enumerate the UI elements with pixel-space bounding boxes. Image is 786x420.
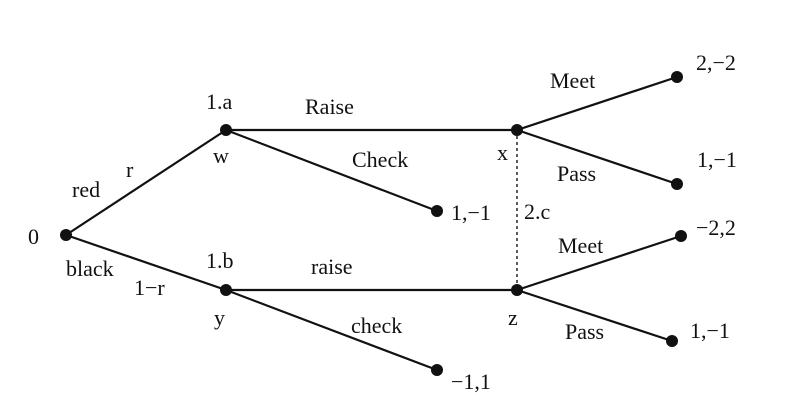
- node-x: [511, 124, 523, 136]
- leaf-z-meet: [675, 230, 687, 242]
- edge-b-check: [225, 288, 438, 372]
- black-label: black: [66, 256, 114, 281]
- edge-x-pass: [516, 128, 678, 186]
- node-a-player-label: 1.a: [206, 89, 233, 114]
- node-z: [511, 284, 523, 296]
- payoff-a-check: 1,−1: [451, 200, 491, 225]
- payoff-z-meet: −2,2: [696, 215, 736, 240]
- payoff-b-check: −1,1: [451, 369, 491, 394]
- leaf-x-pass: [671, 178, 683, 190]
- action-x-meet-label: Meet: [550, 68, 595, 93]
- action-x-pass-label: Pass: [557, 161, 596, 186]
- info-set-label: 2.c: [524, 199, 551, 224]
- action-a-check-label: Check: [352, 147, 408, 172]
- leaf-x-meet: [671, 71, 683, 83]
- leaf-z-pass: [666, 335, 678, 347]
- payoff-x-meet: 2,−2: [696, 50, 736, 75]
- node-y: [220, 284, 232, 296]
- payoff-z-pass: 1,−1: [690, 318, 730, 343]
- red-prob-label: r: [126, 157, 134, 182]
- node-w-label: w: [213, 143, 229, 168]
- node-w: [220, 124, 232, 136]
- leaf-b-check: [431, 364, 443, 376]
- red-label: red: [72, 177, 100, 202]
- edge-black: [65, 233, 227, 292]
- edge-red: [65, 129, 227, 236]
- action-b-raise-label: raise: [311, 254, 353, 279]
- black-prob-label: 1−r: [134, 275, 165, 300]
- node-z-label: z: [508, 305, 518, 330]
- edge-x-meet: [516, 75, 678, 132]
- edge-z-meet: [516, 234, 682, 292]
- node-root: [60, 229, 72, 241]
- action-z-pass-label: Pass: [565, 319, 604, 344]
- action-z-meet-label: Meet: [558, 233, 603, 258]
- edge-z-pass: [516, 288, 673, 343]
- payoff-x-pass: 1,−1: [697, 147, 737, 172]
- action-a-raise-label: Raise: [305, 94, 354, 119]
- node-b-player-label: 1.b: [206, 248, 234, 273]
- action-b-check-label: check: [351, 313, 402, 338]
- node-y-label: y: [214, 305, 225, 330]
- edge-a-check: [225, 128, 438, 213]
- leaf-a-check: [431, 205, 443, 217]
- root-label: 0: [28, 224, 39, 249]
- node-x-label: x: [497, 140, 508, 165]
